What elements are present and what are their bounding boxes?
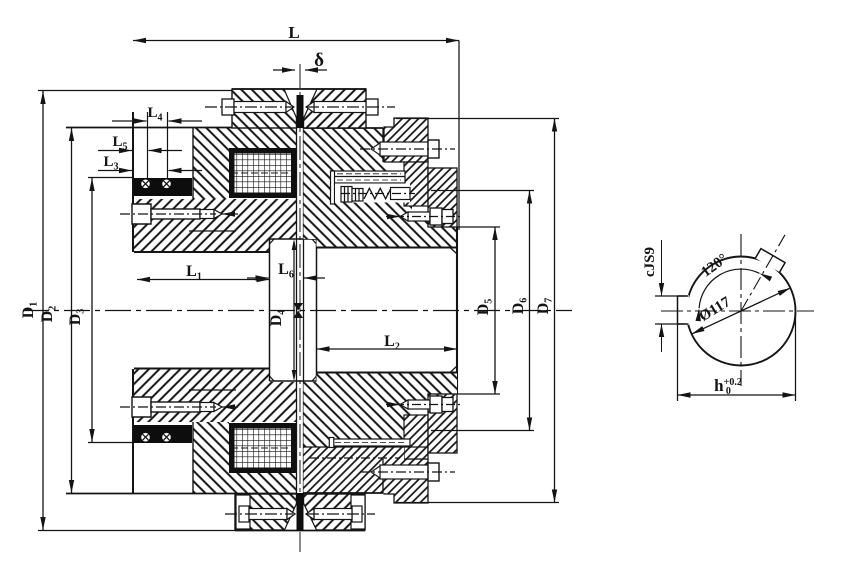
- svg-text:L: L: [288, 23, 299, 42]
- svg-text:cJS9: cJS9: [642, 247, 658, 277]
- svg-text:δ: δ: [314, 50, 324, 71]
